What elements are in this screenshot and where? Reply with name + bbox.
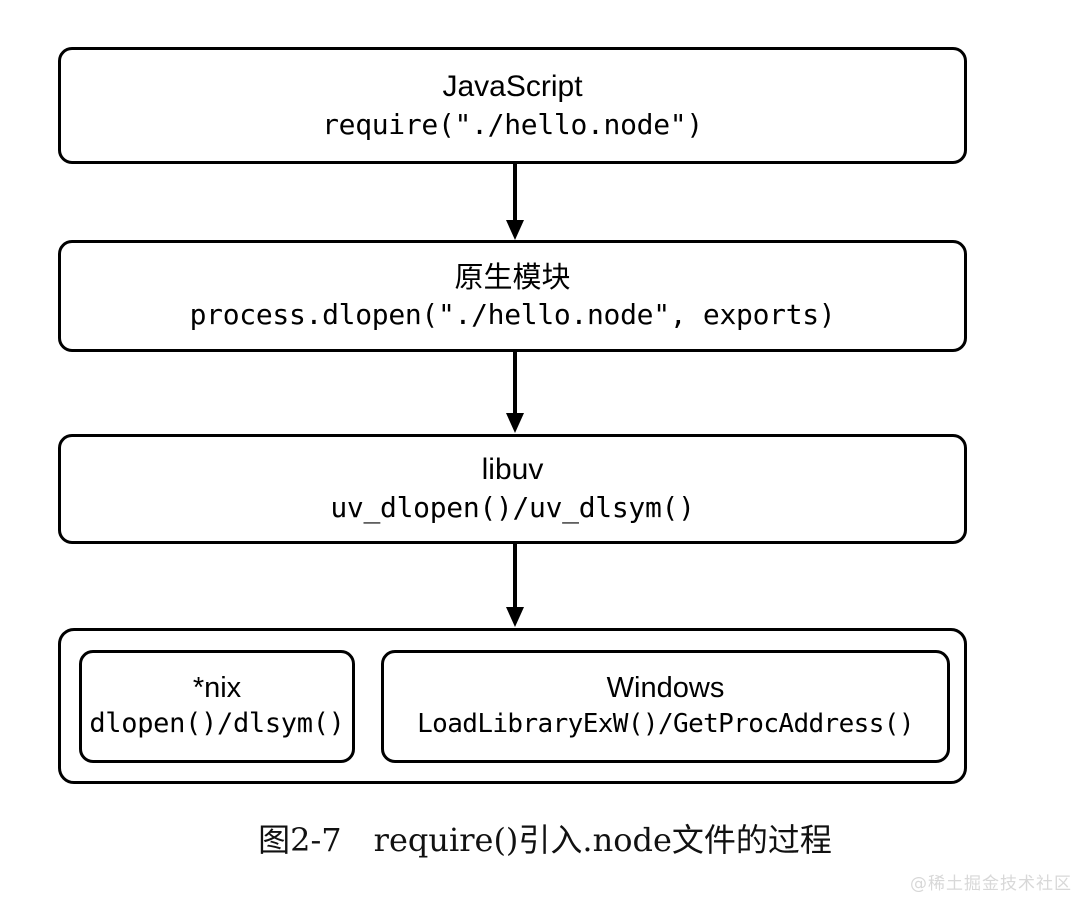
node-windows: Windows LoadLibraryExW()/GetProcAddress(… [381, 649, 950, 763]
node-windows-code: LoadLibraryExW()/GetProcAddress() [417, 709, 914, 739]
node-javascript: JavaScript require("./hello.node") [58, 47, 967, 164]
node-libuv-title: libuv [481, 453, 544, 486]
arrow-head-icon [506, 607, 524, 627]
node-javascript-title: JavaScript [442, 69, 583, 103]
node-windows-title: Windows [606, 672, 725, 704]
arrow-head-icon [506, 413, 524, 433]
node-nix: *nix dlopen()/dlsym() [79, 649, 355, 763]
arrow-shaft [513, 544, 517, 609]
arrow-head-icon [506, 220, 524, 240]
arrow-shaft [513, 164, 517, 222]
node-libuv: libuv uv_dlopen()/uv_dlsym() [58, 434, 967, 544]
arrow-libuv-to-platform [506, 544, 524, 628]
node-platform-container: *nix dlopen()/dlsym() Windows LoadLibrar… [58, 628, 967, 784]
node-javascript-code: require("./hello.node") [322, 107, 703, 141]
node-nix-title: *nix [192, 672, 242, 704]
watermark: @稀土掘金技术社区 [910, 874, 1072, 894]
figure-caption: 图2-7 require()引入.node文件的过程 [258, 821, 832, 859]
node-libuv-code: uv_dlopen()/uv_dlsym() [330, 491, 695, 524]
node-native-module: 原生模块 process.dlopen("./hello.node", expo… [58, 240, 967, 352]
node-native-module-title: 原生模块 [454, 260, 571, 294]
node-nix-code: dlopen()/dlsym() [89, 708, 345, 739]
arrow-shaft [513, 352, 517, 415]
arrow-javascript-to-native-module [506, 164, 524, 240]
node-native-module-code: process.dlopen("./hello.node", exports) [189, 298, 836, 331]
arrow-native-module-to-libuv [506, 352, 524, 434]
